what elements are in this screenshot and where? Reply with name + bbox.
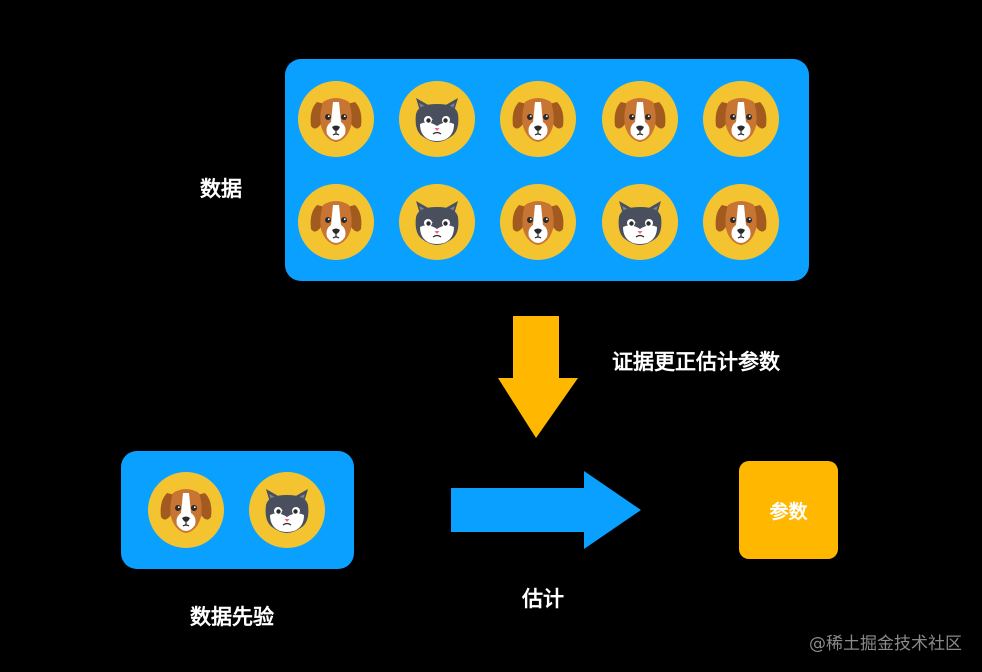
parameters-box: 参数 xyxy=(739,461,838,559)
data-samples-box xyxy=(285,59,809,281)
evidence-update-label: 证据更正估计参数 xyxy=(612,350,780,374)
right-arrow-icon xyxy=(451,471,641,549)
parameters-label: 参数 xyxy=(769,500,808,523)
dog-icon xyxy=(147,471,225,549)
dog-icon xyxy=(297,80,375,158)
dog-icon xyxy=(702,80,780,158)
cat-icon xyxy=(398,183,476,261)
prior-box xyxy=(121,451,354,569)
prior-label: 数据先验 xyxy=(190,605,274,629)
dog-icon xyxy=(499,183,577,261)
dog-icon xyxy=(499,80,577,158)
watermark: @稀土掘金技术社区 xyxy=(809,634,962,654)
data-label: 数据 xyxy=(200,177,242,201)
dog-icon xyxy=(601,80,679,158)
cat-icon xyxy=(601,183,679,261)
dog-icon xyxy=(297,183,375,261)
cat-icon xyxy=(398,80,476,158)
dog-icon xyxy=(702,183,780,261)
estimate-label: 估计 xyxy=(522,587,564,611)
cat-icon xyxy=(248,471,326,549)
down-arrow-icon xyxy=(498,316,578,438)
